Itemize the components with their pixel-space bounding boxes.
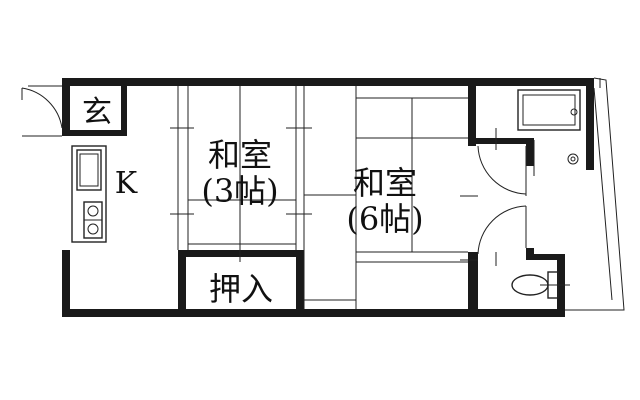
room-3jo-size: (3帖) (201, 172, 278, 210)
room-3jo-name: 和室 (208, 136, 272, 174)
closet-label: 押入 (209, 270, 273, 308)
entrance-door (21, 85, 63, 137)
outer-walls (62, 78, 594, 317)
interior-walls (62, 86, 565, 317)
bathtub-icon (517, 89, 581, 131)
room-lines (170, 86, 478, 309)
kitchen-label: K (115, 166, 138, 201)
room-6jo-name: 和室 (353, 164, 417, 202)
balcony (565, 77, 625, 311)
entrance-label: 玄 (82, 95, 112, 130)
sink-icon (76, 149, 102, 191)
bath-doors (477, 128, 535, 266)
kitchen-fixtures (71, 145, 107, 243)
drain-icon (567, 153, 579, 165)
room-6jo-size: (6帖) (346, 200, 423, 238)
toilet-icon (511, 271, 570, 299)
